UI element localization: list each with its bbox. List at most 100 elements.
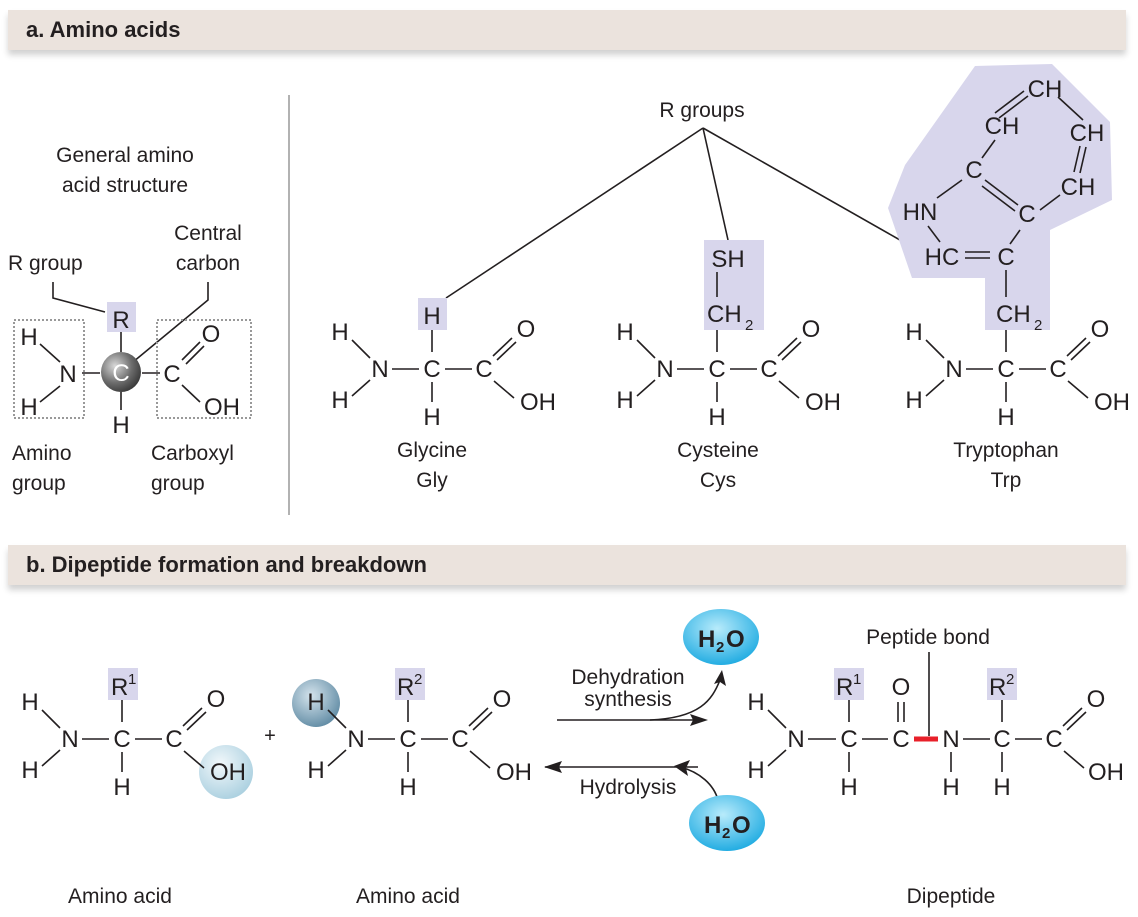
bottom-label-dipeptide: Dipeptide xyxy=(907,885,996,908)
svg-text:CH: CH xyxy=(985,113,1020,140)
atom-h: H xyxy=(21,757,38,784)
atom-o: O xyxy=(517,316,536,343)
atom-c: C xyxy=(163,361,180,388)
svg-text:C: C xyxy=(1018,201,1035,228)
atom-h: H xyxy=(997,404,1014,431)
glycine-name: Glycine xyxy=(397,439,467,462)
panel-b-header: b. Dipeptide formation and breakdown xyxy=(8,545,1126,585)
tryptophan-abbr: Trp xyxy=(991,469,1022,492)
atom-n: N xyxy=(61,726,78,753)
atom-c: C xyxy=(423,356,440,383)
atom-h: H xyxy=(113,774,130,801)
svg-text:C: C xyxy=(840,726,857,753)
central-carbon-label-2: carbon xyxy=(176,252,240,275)
atom-n: N xyxy=(656,356,673,383)
atom-oh: OH xyxy=(210,759,246,786)
cysteine-abbr: Cys xyxy=(700,469,736,492)
amino-group-label-2: group xyxy=(12,472,66,495)
svg-text:2: 2 xyxy=(414,671,422,688)
svg-text:2: 2 xyxy=(745,317,753,334)
atom-oh: OH xyxy=(1094,389,1130,416)
atom-c: C xyxy=(451,726,468,753)
atom-h: H xyxy=(423,404,440,431)
atom-n: N xyxy=(347,726,364,753)
atom-c: C xyxy=(165,726,182,753)
atom-n: N xyxy=(59,361,76,388)
svg-text:N: N xyxy=(942,726,959,753)
tryptophan-r-group: CH CH CH CH C HN C HC C CH 2 xyxy=(888,64,1112,334)
atom-c: C xyxy=(475,356,492,383)
svg-text:HC: HC xyxy=(925,244,960,271)
atom-h: H xyxy=(20,394,37,421)
svg-text:2: 2 xyxy=(1006,671,1014,688)
svg-text:H: H xyxy=(993,774,1010,801)
r-groups-leader-trp xyxy=(702,127,901,241)
svg-text:C: C xyxy=(993,726,1010,753)
atom-o: O xyxy=(493,686,512,713)
svg-text:O: O xyxy=(892,674,911,701)
bottom-label-amino-acid-2: Amino acid xyxy=(356,885,460,908)
cysteine-r-group: SH CH 2 xyxy=(704,240,764,334)
svg-text:1: 1 xyxy=(853,671,861,688)
general-title-2: acid structure xyxy=(62,174,188,197)
atom-h: H xyxy=(307,757,324,784)
svg-text:C: C xyxy=(965,157,982,184)
atom-n: N xyxy=(945,356,962,383)
atom-o: O xyxy=(202,321,221,348)
atom-h: H xyxy=(616,319,633,346)
svg-text:C: C xyxy=(892,726,909,753)
central-carbon-leader xyxy=(132,282,209,363)
svg-text:O: O xyxy=(726,626,745,653)
atom-o: O xyxy=(802,316,821,343)
atom-oh: OH xyxy=(805,389,841,416)
hydrolysis-label: Hydrolysis xyxy=(580,776,677,799)
svg-text:2: 2 xyxy=(1034,317,1042,334)
svg-text:OH: OH xyxy=(1088,759,1124,786)
svg-text:CH: CH xyxy=(996,301,1031,328)
svg-text:R: R xyxy=(397,674,414,701)
svg-text:H: H xyxy=(747,757,764,784)
svg-text:2: 2 xyxy=(722,825,730,842)
dehydration-label-1: Dehydration xyxy=(571,666,684,689)
water-released: H 2 O xyxy=(683,609,759,665)
atom-h: H xyxy=(21,689,38,716)
atom-h: H xyxy=(616,387,633,414)
svg-text:1: 1 xyxy=(128,671,136,688)
atom-central-c: C xyxy=(112,360,129,387)
svg-text:N: N xyxy=(787,726,804,753)
svg-text:CH: CH xyxy=(1070,120,1105,147)
central-carbon-label-1: Central xyxy=(174,222,242,245)
r-group-leader xyxy=(52,282,106,313)
svg-text:O: O xyxy=(732,812,751,839)
cysteine-name: Cysteine xyxy=(677,439,759,462)
r-groups-label: R groups xyxy=(659,99,744,122)
r-group-label: R group xyxy=(8,252,83,275)
svg-text:H: H xyxy=(840,774,857,801)
r-groups-leader-cys xyxy=(702,127,729,241)
svg-text:H: H xyxy=(704,812,721,839)
atom-h: H xyxy=(708,404,725,431)
atom-n: N xyxy=(371,356,388,383)
svg-text:CH: CH xyxy=(1028,76,1063,103)
atom-c: C xyxy=(760,356,777,383)
glycine-structure: H xyxy=(418,298,447,330)
atom-h: H xyxy=(331,387,348,414)
atom-c: C xyxy=(113,726,130,753)
peptide-bond-label: Peptide bond xyxy=(866,626,990,649)
atom-h: H xyxy=(399,774,416,801)
svg-text:H: H xyxy=(747,689,764,716)
svg-text:H: H xyxy=(698,626,715,653)
bottom-label-amino-acid-1: Amino acid xyxy=(68,885,172,908)
panel-b-title: b. Dipeptide formation and breakdown xyxy=(26,552,427,577)
carboxyl-group-label-2: group xyxy=(151,472,205,495)
svg-text:CH: CH xyxy=(707,301,742,328)
